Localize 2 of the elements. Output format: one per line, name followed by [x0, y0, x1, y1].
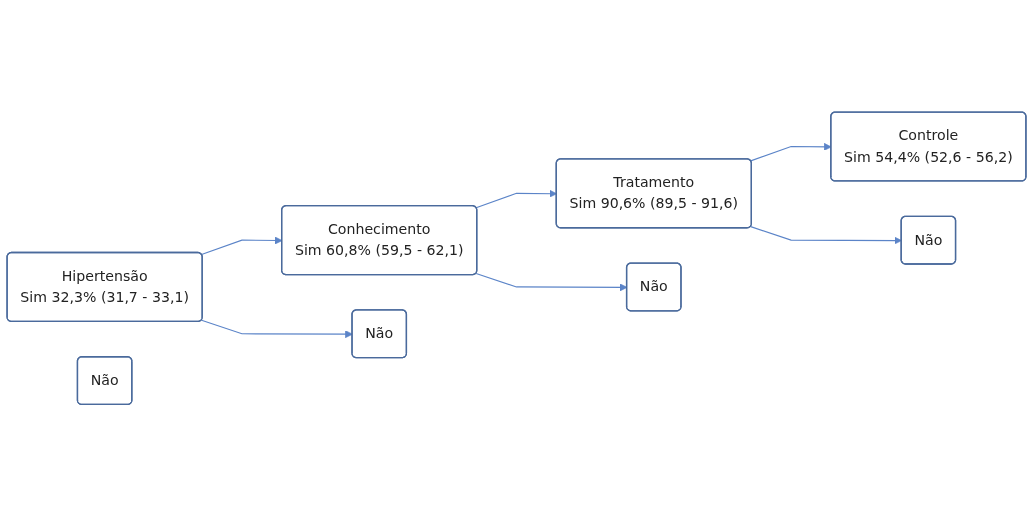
arrow: [750, 225, 902, 245]
arrow: [201, 319, 353, 338]
